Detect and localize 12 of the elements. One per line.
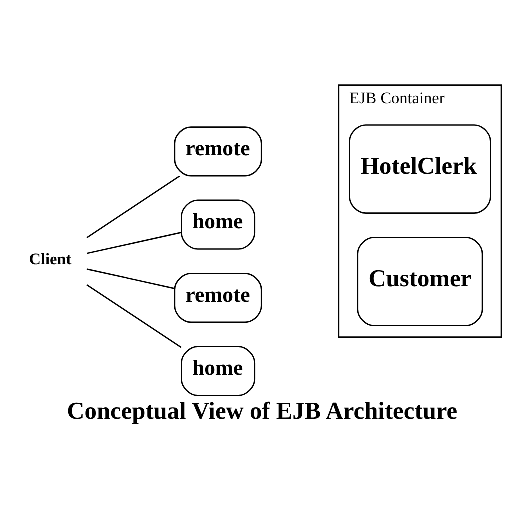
node-box: HotelClerk: [349, 124, 492, 214]
caption: Conceptual View of EJB Architecture: [67, 398, 458, 426]
node-box: home: [181, 200, 256, 250]
connector: [86, 176, 180, 238]
node-box: remote: [174, 126, 262, 177]
node-box: Customer: [357, 237, 484, 326]
connector: [86, 284, 182, 348]
connector: [86, 232, 182, 254]
node-box: remote: [174, 272, 262, 324]
node-text: Client: [29, 250, 72, 268]
connector: [86, 268, 175, 290]
node-box: home: [181, 346, 256, 396]
